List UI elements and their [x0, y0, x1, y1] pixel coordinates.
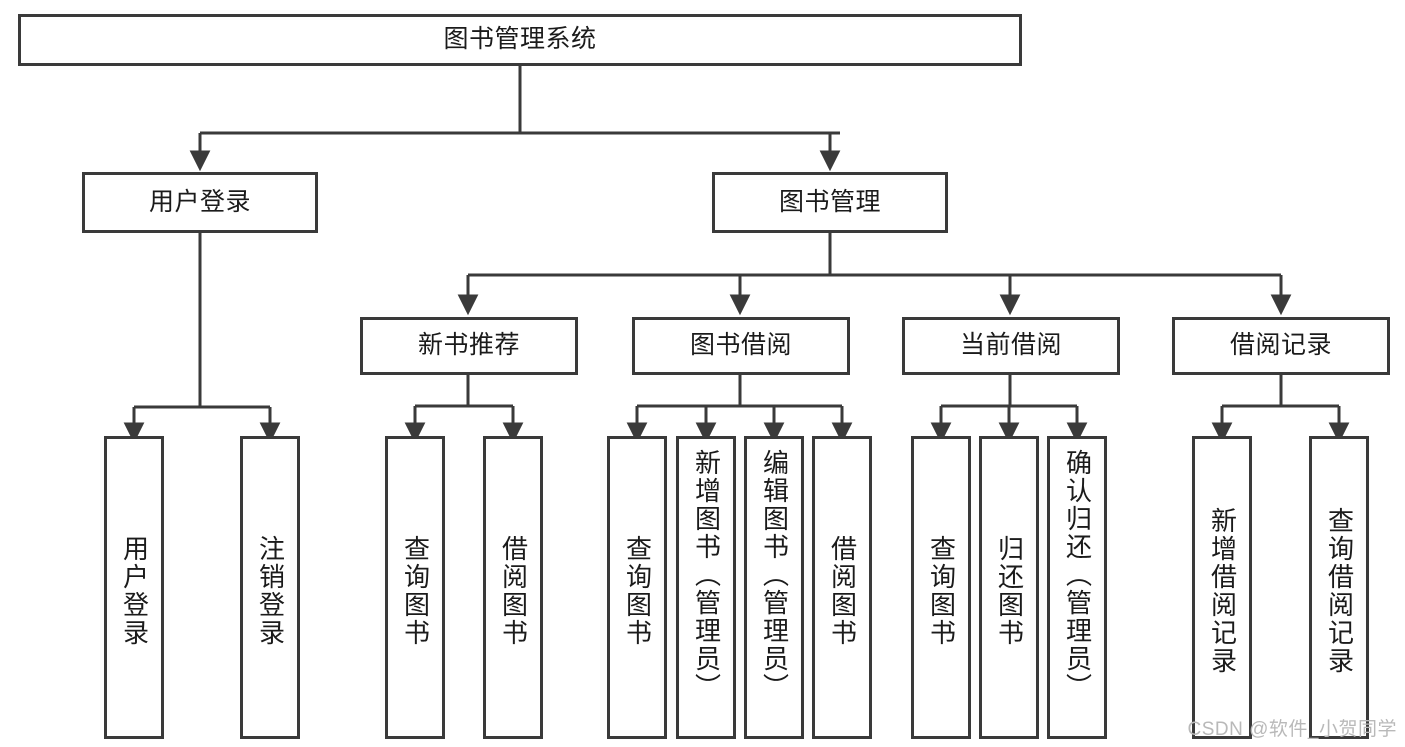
node-leaf-edit-book[interactable]: 编辑图书（管理员） [744, 436, 804, 739]
node-label: 图书借阅 [689, 331, 792, 360]
node-label: 图书管理 [778, 187, 881, 216]
node-new-book-recommend[interactable]: 新书推荐 [360, 317, 578, 375]
node-label: 借阅记录 [1229, 331, 1332, 360]
node-current-borrow[interactable]: 当前借阅 [902, 317, 1120, 375]
node-label: 注销登录 [255, 534, 286, 647]
node-leaf-query-book-2[interactable]: 查询图书 [607, 436, 667, 739]
node-label: 确认归还（管理员） [1062, 449, 1093, 701]
node-leaf-query-book-1[interactable]: 查询图书 [385, 436, 445, 739]
node-label: 归还图书 [994, 534, 1025, 647]
node-user-login[interactable]: 用户登录 [82, 172, 318, 233]
node-leaf-borrow-book-1[interactable]: 借阅图书 [483, 436, 543, 739]
node-leaf-return-book[interactable]: 归还图书 [979, 436, 1039, 739]
node-label: 新增借阅记录 [1207, 506, 1238, 675]
node-book-borrow[interactable]: 图书借阅 [632, 317, 850, 375]
watermark-text: CSDN @软件_小贺同学 [1187, 719, 1397, 740]
node-label: 查询图书 [400, 534, 431, 647]
node-leaf-user-login[interactable]: 用户登录 [104, 436, 164, 739]
node-label: 用户登录 [119, 534, 150, 647]
node-label: 借阅图书 [498, 534, 529, 647]
node-leaf-add-record[interactable]: 新增借阅记录 [1192, 436, 1252, 739]
node-label: 查询图书 [622, 534, 653, 647]
node-label: 图书管理系统 [443, 25, 597, 54]
node-leaf-query-book-3[interactable]: 查询图书 [911, 436, 971, 739]
node-label: 新书推荐 [417, 331, 520, 360]
node-label: 查询图书 [926, 534, 957, 647]
node-label: 用户登录 [148, 187, 251, 216]
node-label: 借阅图书 [827, 534, 858, 647]
node-book-manage[interactable]: 图书管理 [712, 172, 948, 233]
node-label: 查询借阅记录 [1324, 506, 1355, 675]
node-label: 新增图书（管理员） [691, 449, 722, 701]
node-label: 编辑图书（管理员） [759, 449, 790, 701]
node-leaf-add-book[interactable]: 新增图书（管理员） [676, 436, 736, 739]
node-system-title[interactable]: 图书管理系统 [18, 14, 1022, 66]
node-leaf-borrow-book-2[interactable]: 借阅图书 [812, 436, 872, 739]
node-leaf-logout[interactable]: 注销登录 [240, 436, 300, 739]
node-leaf-query-record[interactable]: 查询借阅记录 [1309, 436, 1369, 739]
node-label: 当前借阅 [959, 331, 1062, 360]
node-borrow-record[interactable]: 借阅记录 [1172, 317, 1390, 375]
node-leaf-confirm-return[interactable]: 确认归还（管理员） [1047, 436, 1107, 739]
